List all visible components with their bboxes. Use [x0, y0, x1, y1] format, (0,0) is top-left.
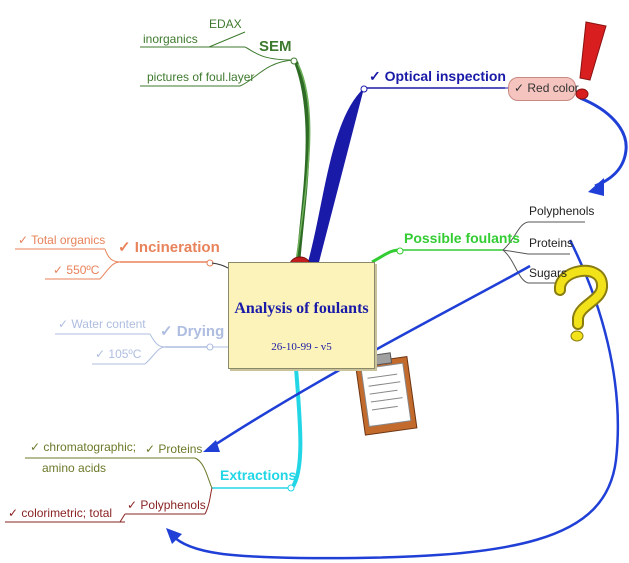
possible-foulants-label[interactable]: Possible foulants — [404, 230, 520, 246]
central-title: Analysis of foulants — [234, 300, 369, 317]
foulants-branch — [371, 221, 585, 284]
extractions-proteins-amino[interactable]: amino acids — [42, 461, 107, 475]
drying-item-temperature[interactable]: ✓ 105ºC — [95, 347, 142, 361]
sem-label[interactable]: SEM — [259, 38, 292, 55]
incineration-item-temperature[interactable]: ✓ 550ºC — [53, 263, 100, 277]
central-topic[interactable]: Analysis of foulants 26-10-99 - v5 — [228, 262, 375, 369]
question-icon — [554, 264, 608, 342]
drying-item-water-content[interactable]: ✓ Water content — [58, 317, 146, 331]
drying-branch — [55, 333, 228, 365]
arrow-sugars-to-proteins — [209, 264, 531, 450]
drying-label[interactable]: ✓ Drying — [160, 323, 225, 340]
optical-connector — [308, 88, 364, 266]
sem-item-pictures[interactable]: pictures of foul.layer — [147, 70, 255, 84]
extractions-connector — [290, 367, 303, 490]
extractions-proteins-label[interactable]: ✓ Proteins — [145, 442, 203, 456]
extractions-proteins-method[interactable]: ✓ chromatographic; — [30, 440, 137, 454]
clipboard-icon — [354, 352, 418, 436]
red-color-badge[interactable] — [508, 77, 576, 101]
annotation-arrows — [166, 96, 628, 560]
arrow-proteins-to-polyphenols — [171, 239, 620, 560]
incineration-item-total-organics[interactable]: ✓ Total organics — [18, 233, 106, 247]
arrow-head — [203, 440, 220, 452]
foulant-sugars[interactable]: Sugars — [529, 266, 568, 280]
optical-inspection-label[interactable]: ✓ Optical inspection — [369, 68, 506, 84]
arrow-red-to-polyphenols — [579, 96, 628, 188]
sem-connector — [294, 61, 310, 266]
exclamation-icon — [575, 21, 607, 100]
foulants-connector — [371, 248, 401, 264]
optical-branch — [308, 85, 575, 266]
extractions-label[interactable]: Extractions — [220, 467, 297, 483]
extractions-polyphenols-label[interactable]: ✓ Polyphenols — [127, 498, 206, 512]
incineration-label[interactable]: ✓ Incineration — [118, 239, 220, 256]
central-subtitle: 26-10-99 - v5 — [271, 341, 332, 353]
arrow-head — [166, 528, 182, 544]
incineration-branch — [15, 248, 229, 280]
foulant-proteins[interactable]: Proteins — [529, 236, 574, 250]
red-color-label: ✓ Red color — [514, 81, 579, 95]
extractions-branch — [5, 367, 303, 523]
extractions-polyphenols-method[interactable]: ✓ colorimetric; total — [8, 506, 113, 520]
arrow-head — [588, 178, 604, 196]
sem-branch — [140, 31, 311, 266]
sem-item-edax[interactable]: EDAX — [209, 17, 242, 31]
sem-item-inorganics[interactable]: inorganics — [143, 32, 198, 46]
foulant-polyphenols[interactable]: Polyphenols — [529, 204, 595, 218]
